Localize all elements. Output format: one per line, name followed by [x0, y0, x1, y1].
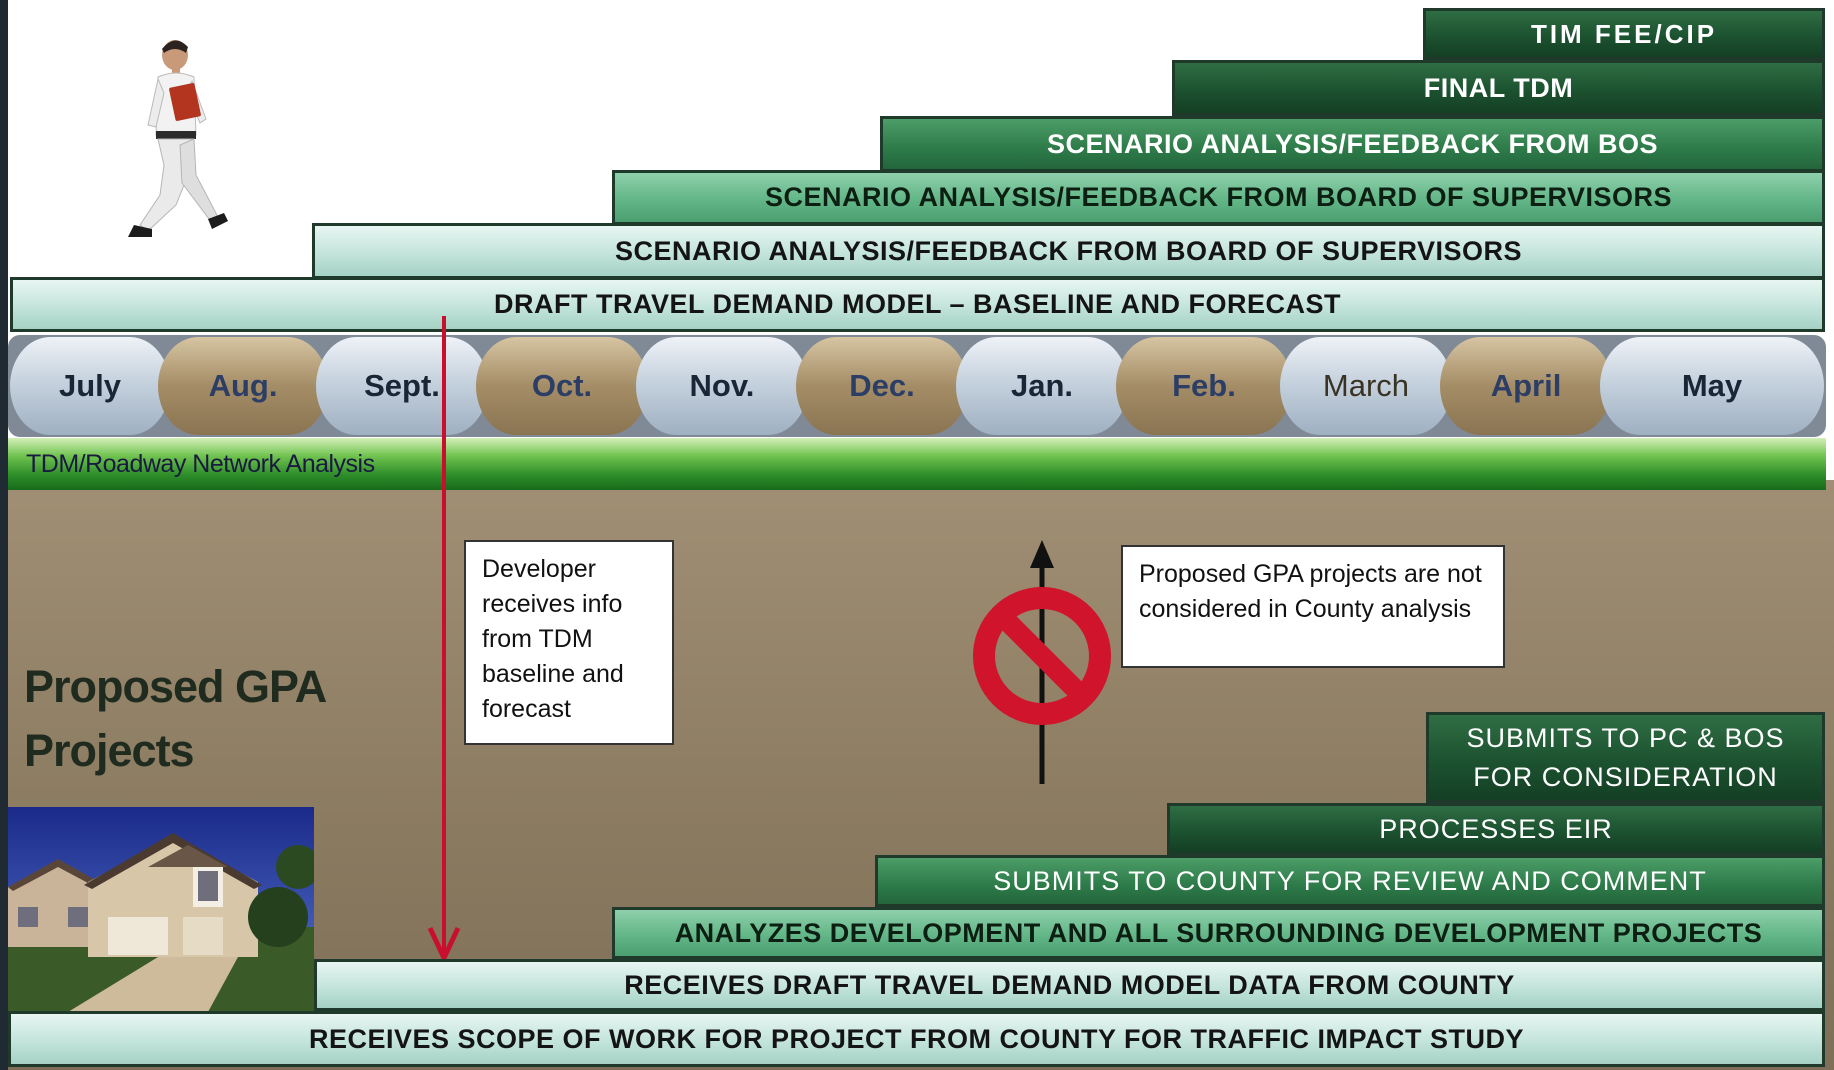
month-april: April: [1440, 337, 1612, 435]
draft-tdm-label: DRAFT TRAVEL DEMAND MODEL – BASELINE AND…: [493, 289, 1342, 319]
gpa-title-line-2: Projects: [24, 725, 195, 776]
proposed-gpa-title: Proposed GPA Projects: [24, 655, 327, 783]
prohibited-icon: [973, 540, 1111, 784]
month-jan: Jan.: [956, 337, 1128, 435]
analyzes-development-step: ANALYZES DEVELOPMENT AND ALL SURROUNDING…: [612, 907, 1825, 959]
receives-draft-label: RECEIVES DRAFT TRAVEL DEMAND MODEL DATA …: [624, 969, 1515, 1000]
scenario-board-step-2: SCENARIO ANALYSIS/FEEDBACK FROM BOARD OF…: [612, 170, 1825, 225]
gpa-not-considered-note: Proposed GPA projects are not considered…: [1121, 545, 1505, 668]
final-tdm-step: FINAL TDM: [1172, 60, 1825, 116]
scenario-bos-label: SCENARIO ANALYSIS/FEEDBACK FROM BOS: [1046, 128, 1659, 159]
submits-pc-bos-line-1: SUBMITS TO PC & BOS: [1466, 722, 1785, 753]
month-nov: Nov.: [636, 337, 808, 435]
tdm-network-analysis-bar: [8, 438, 1826, 490]
scenario-board-step-1: SCENARIO ANALYSIS/FEEDBACK FROM BOARD OF…: [312, 223, 1825, 279]
submits-pc-bos-line-2: FOR CONSIDERATION: [1473, 761, 1778, 792]
receives-scope-step: RECEIVES SCOPE OF WORK FOR PROJECT FROM …: [8, 1011, 1825, 1067]
submits-county-label: SUBMITS TO COUNTY FOR REVIEW AND COMMENT: [993, 865, 1707, 896]
scenario-board-label-2: SCENARIO ANALYSIS/FEEDBACK FROM BOARD OF…: [764, 182, 1673, 212]
submits-county-step: SUBMITS TO COUNTY FOR REVIEW AND COMMENT: [875, 855, 1825, 907]
submits-pc-bos-step: SUBMITS TO PC & BOS FOR CONSIDERATION: [1426, 712, 1825, 803]
analyzes-development-label: ANALYZES DEVELOPMENT AND ALL SURROUNDING…: [674, 917, 1763, 948]
receives-draft-step: RECEIVES DRAFT TRAVEL DEMAND MODEL DATA …: [314, 959, 1825, 1011]
processes-eir-step: PROCESSES EIR: [1167, 803, 1825, 855]
month-feb: Feb.: [1116, 337, 1292, 435]
final-tdm-label: FINAL TDM: [1423, 72, 1574, 103]
month-sept: Sept.: [316, 337, 488, 435]
tim-fee-cip-step: TIM FEE/CIP: [1423, 8, 1825, 60]
month-aug: Aug.: [158, 337, 328, 435]
left-edge-strip: [0, 0, 8, 1070]
house-photo: [8, 807, 314, 1012]
developer-note: Developer receives info from TDM baselin…: [464, 540, 674, 745]
scenario-bos-step: SCENARIO ANALYSIS/FEEDBACK FROM BOS: [880, 116, 1825, 172]
draft-tdm-step: DRAFT TRAVEL DEMAND MODEL – BASELINE AND…: [10, 277, 1825, 332]
tim-fee-cip-label: TIM FEE/CIP: [1530, 18, 1718, 49]
month-oct: Oct.: [476, 337, 648, 435]
red-down-arrow-icon: [427, 316, 461, 964]
month-may: May: [1600, 337, 1824, 435]
tdm-network-analysis-label: TDM/Roadway Network Analysis: [26, 450, 375, 478]
month-july: July: [10, 337, 170, 435]
month-dec: Dec.: [796, 337, 968, 435]
gpa-title-line-1: Proposed GPA: [24, 661, 327, 712]
walking-man-icon: [128, 40, 228, 237]
scenario-board-label-1: SCENARIO ANALYSIS/FEEDBACK FROM BOARD OF…: [614, 235, 1523, 266]
month-march: March: [1280, 337, 1452, 435]
processes-eir-label: PROCESSES EIR: [1379, 813, 1613, 844]
receives-scope-label: RECEIVES SCOPE OF WORK FOR PROJECT FROM …: [308, 1023, 1525, 1054]
